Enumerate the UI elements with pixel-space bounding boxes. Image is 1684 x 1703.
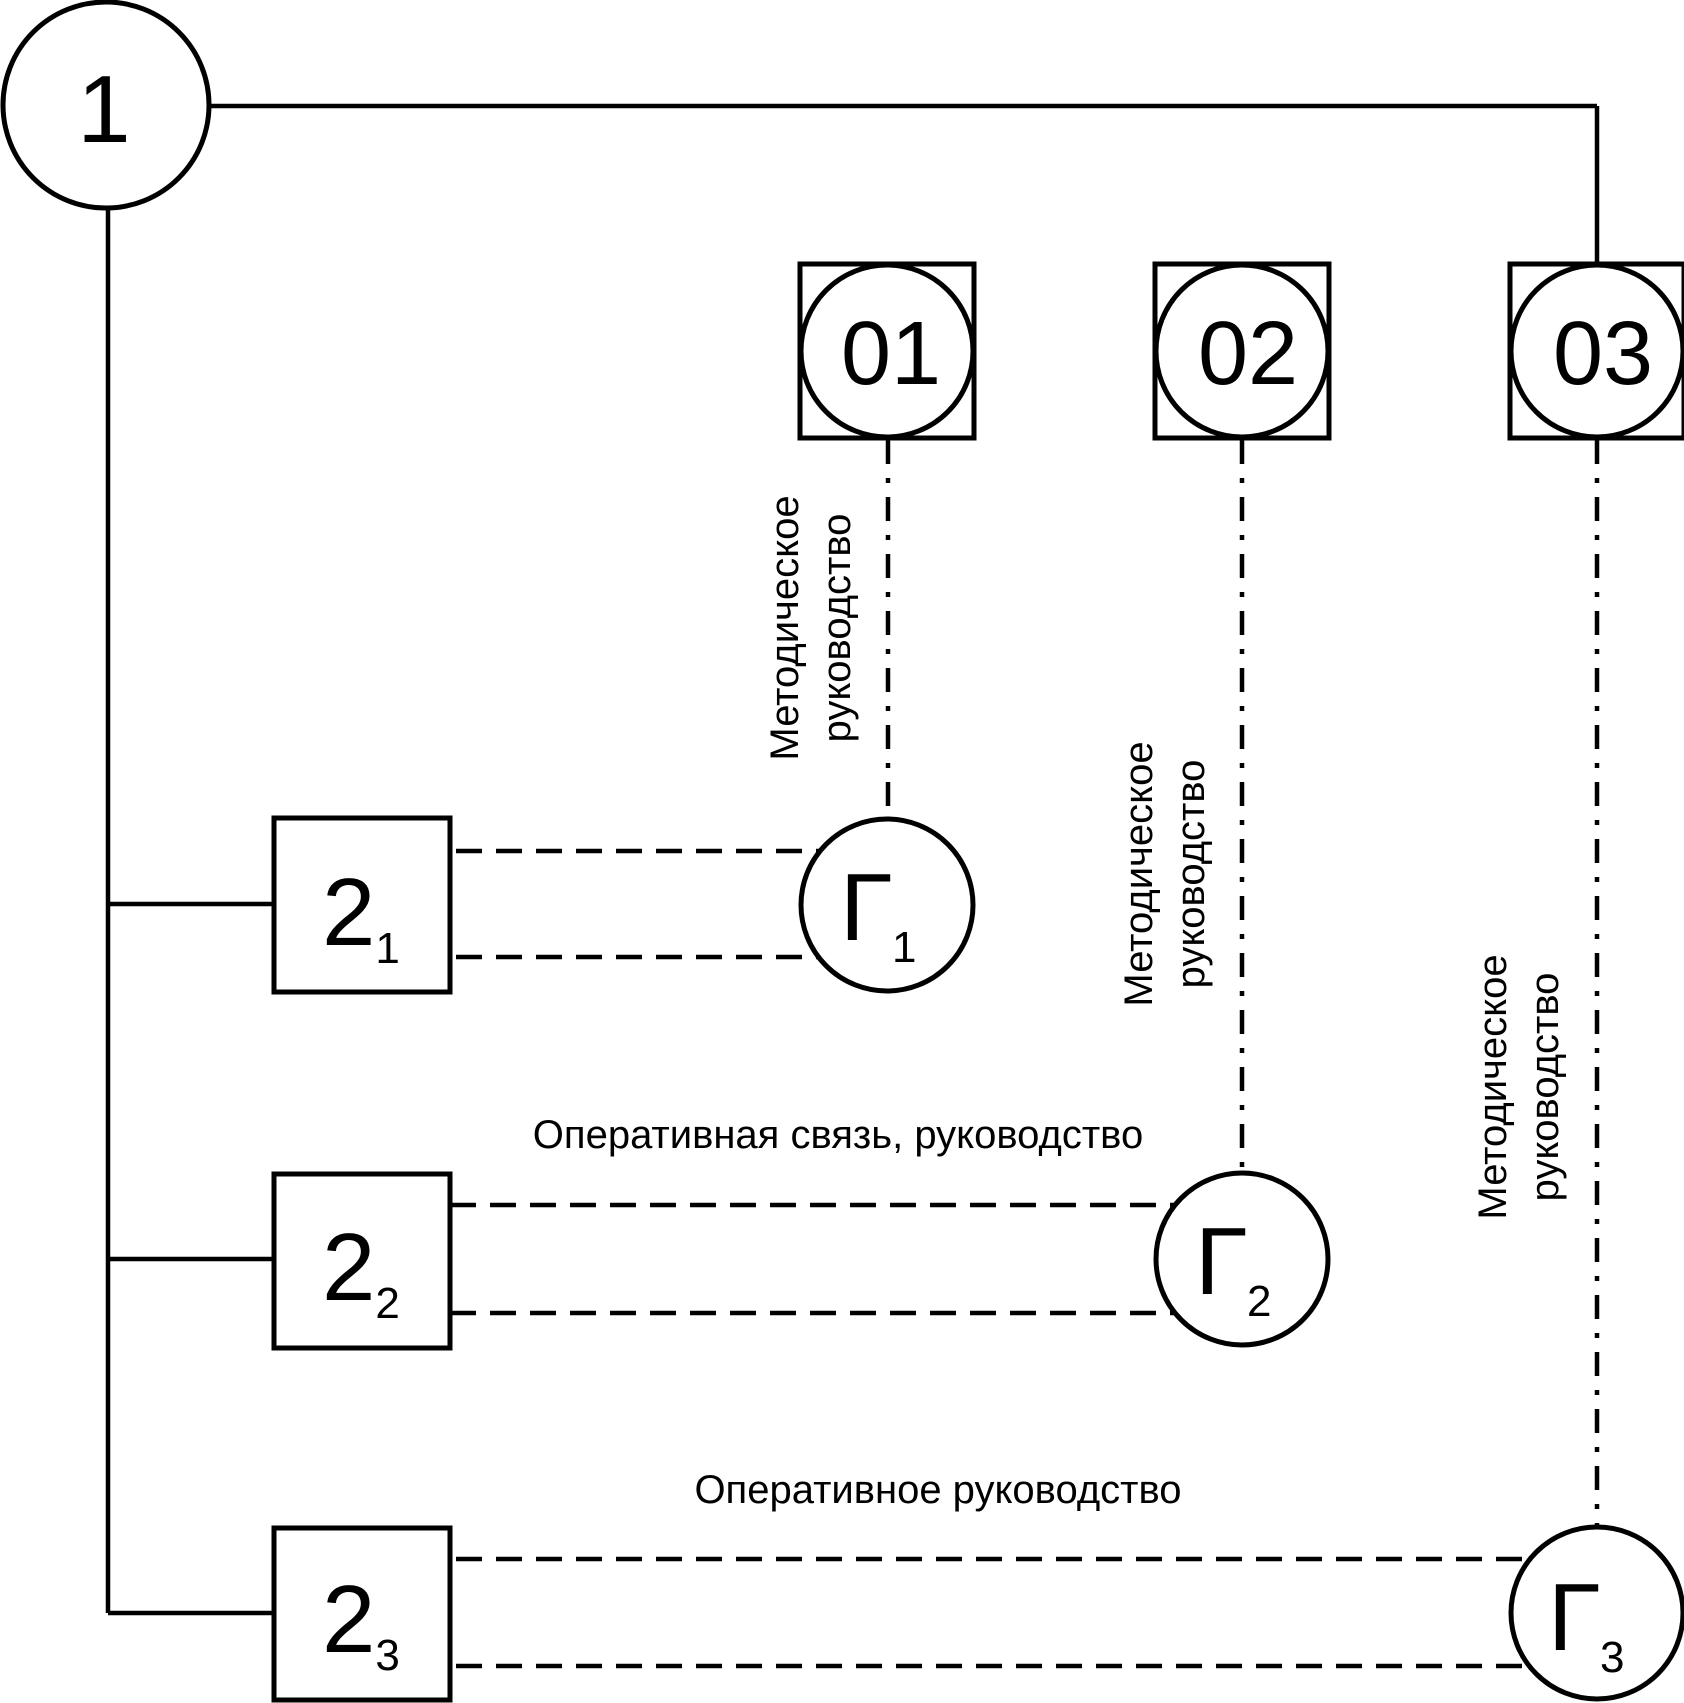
methodical-label-03-line2: руководство (1523, 973, 1567, 1202)
methodical-label-01-line1: Методическое (763, 495, 807, 760)
methodical-label-03: Методическое руководство (1471, 954, 1567, 1219)
root-node-label: 1 (77, 56, 130, 163)
group-node-1-label: Г1 (840, 854, 916, 972)
hierarchy-lines (105, 103, 1600, 1616)
unit-node-3: 23 (271, 1525, 453, 1703)
center-node-03: 03 (1507, 261, 1684, 441)
unit-node-2: 22 (271, 1171, 453, 1351)
group-node-1: Г1 (798, 816, 976, 994)
methodical-label-02: Методическое руководство (1117, 741, 1213, 1006)
methodical-lines (885, 440, 1600, 1527)
methodical-label-02-line1: Методическое (1117, 741, 1161, 1006)
unit-node-3-label: 23 (322, 1566, 400, 1680)
center-node-02-label: 02 (1198, 304, 1298, 404)
group-node-3-label: Г3 (1548, 1564, 1624, 1682)
unit-node-1-label: 21 (322, 859, 400, 973)
methodical-label-02-line2: руководство (1169, 760, 1213, 989)
root-node: 1 (0, 0, 212, 211)
center-node-03-label: 03 (1553, 304, 1653, 404)
group-node-2-label: Г2 (1195, 1208, 1271, 1326)
unit-node-1: 21 (271, 815, 453, 995)
center-node-02: 02 (1152, 261, 1332, 441)
center-node-01-label: 01 (841, 304, 941, 404)
methodical-label-01-line2: руководство (815, 514, 859, 743)
unit-node-2-label: 22 (322, 1214, 400, 1328)
operative-lines (450, 848, 1528, 1669)
center-node-01: 01 (797, 261, 977, 441)
group-node-3: Г3 (1508, 1524, 1684, 1702)
operative-lead-label: Оперативное руководство (694, 1468, 1181, 1512)
methodical-label-01: Методическое руководство (763, 495, 859, 760)
operative-link-label: Оперативная связь, руководство (533, 1113, 1143, 1157)
group-node-2: Г2 (1153, 1170, 1331, 1348)
methodical-label-03-line1: Методическое (1471, 954, 1515, 1219)
